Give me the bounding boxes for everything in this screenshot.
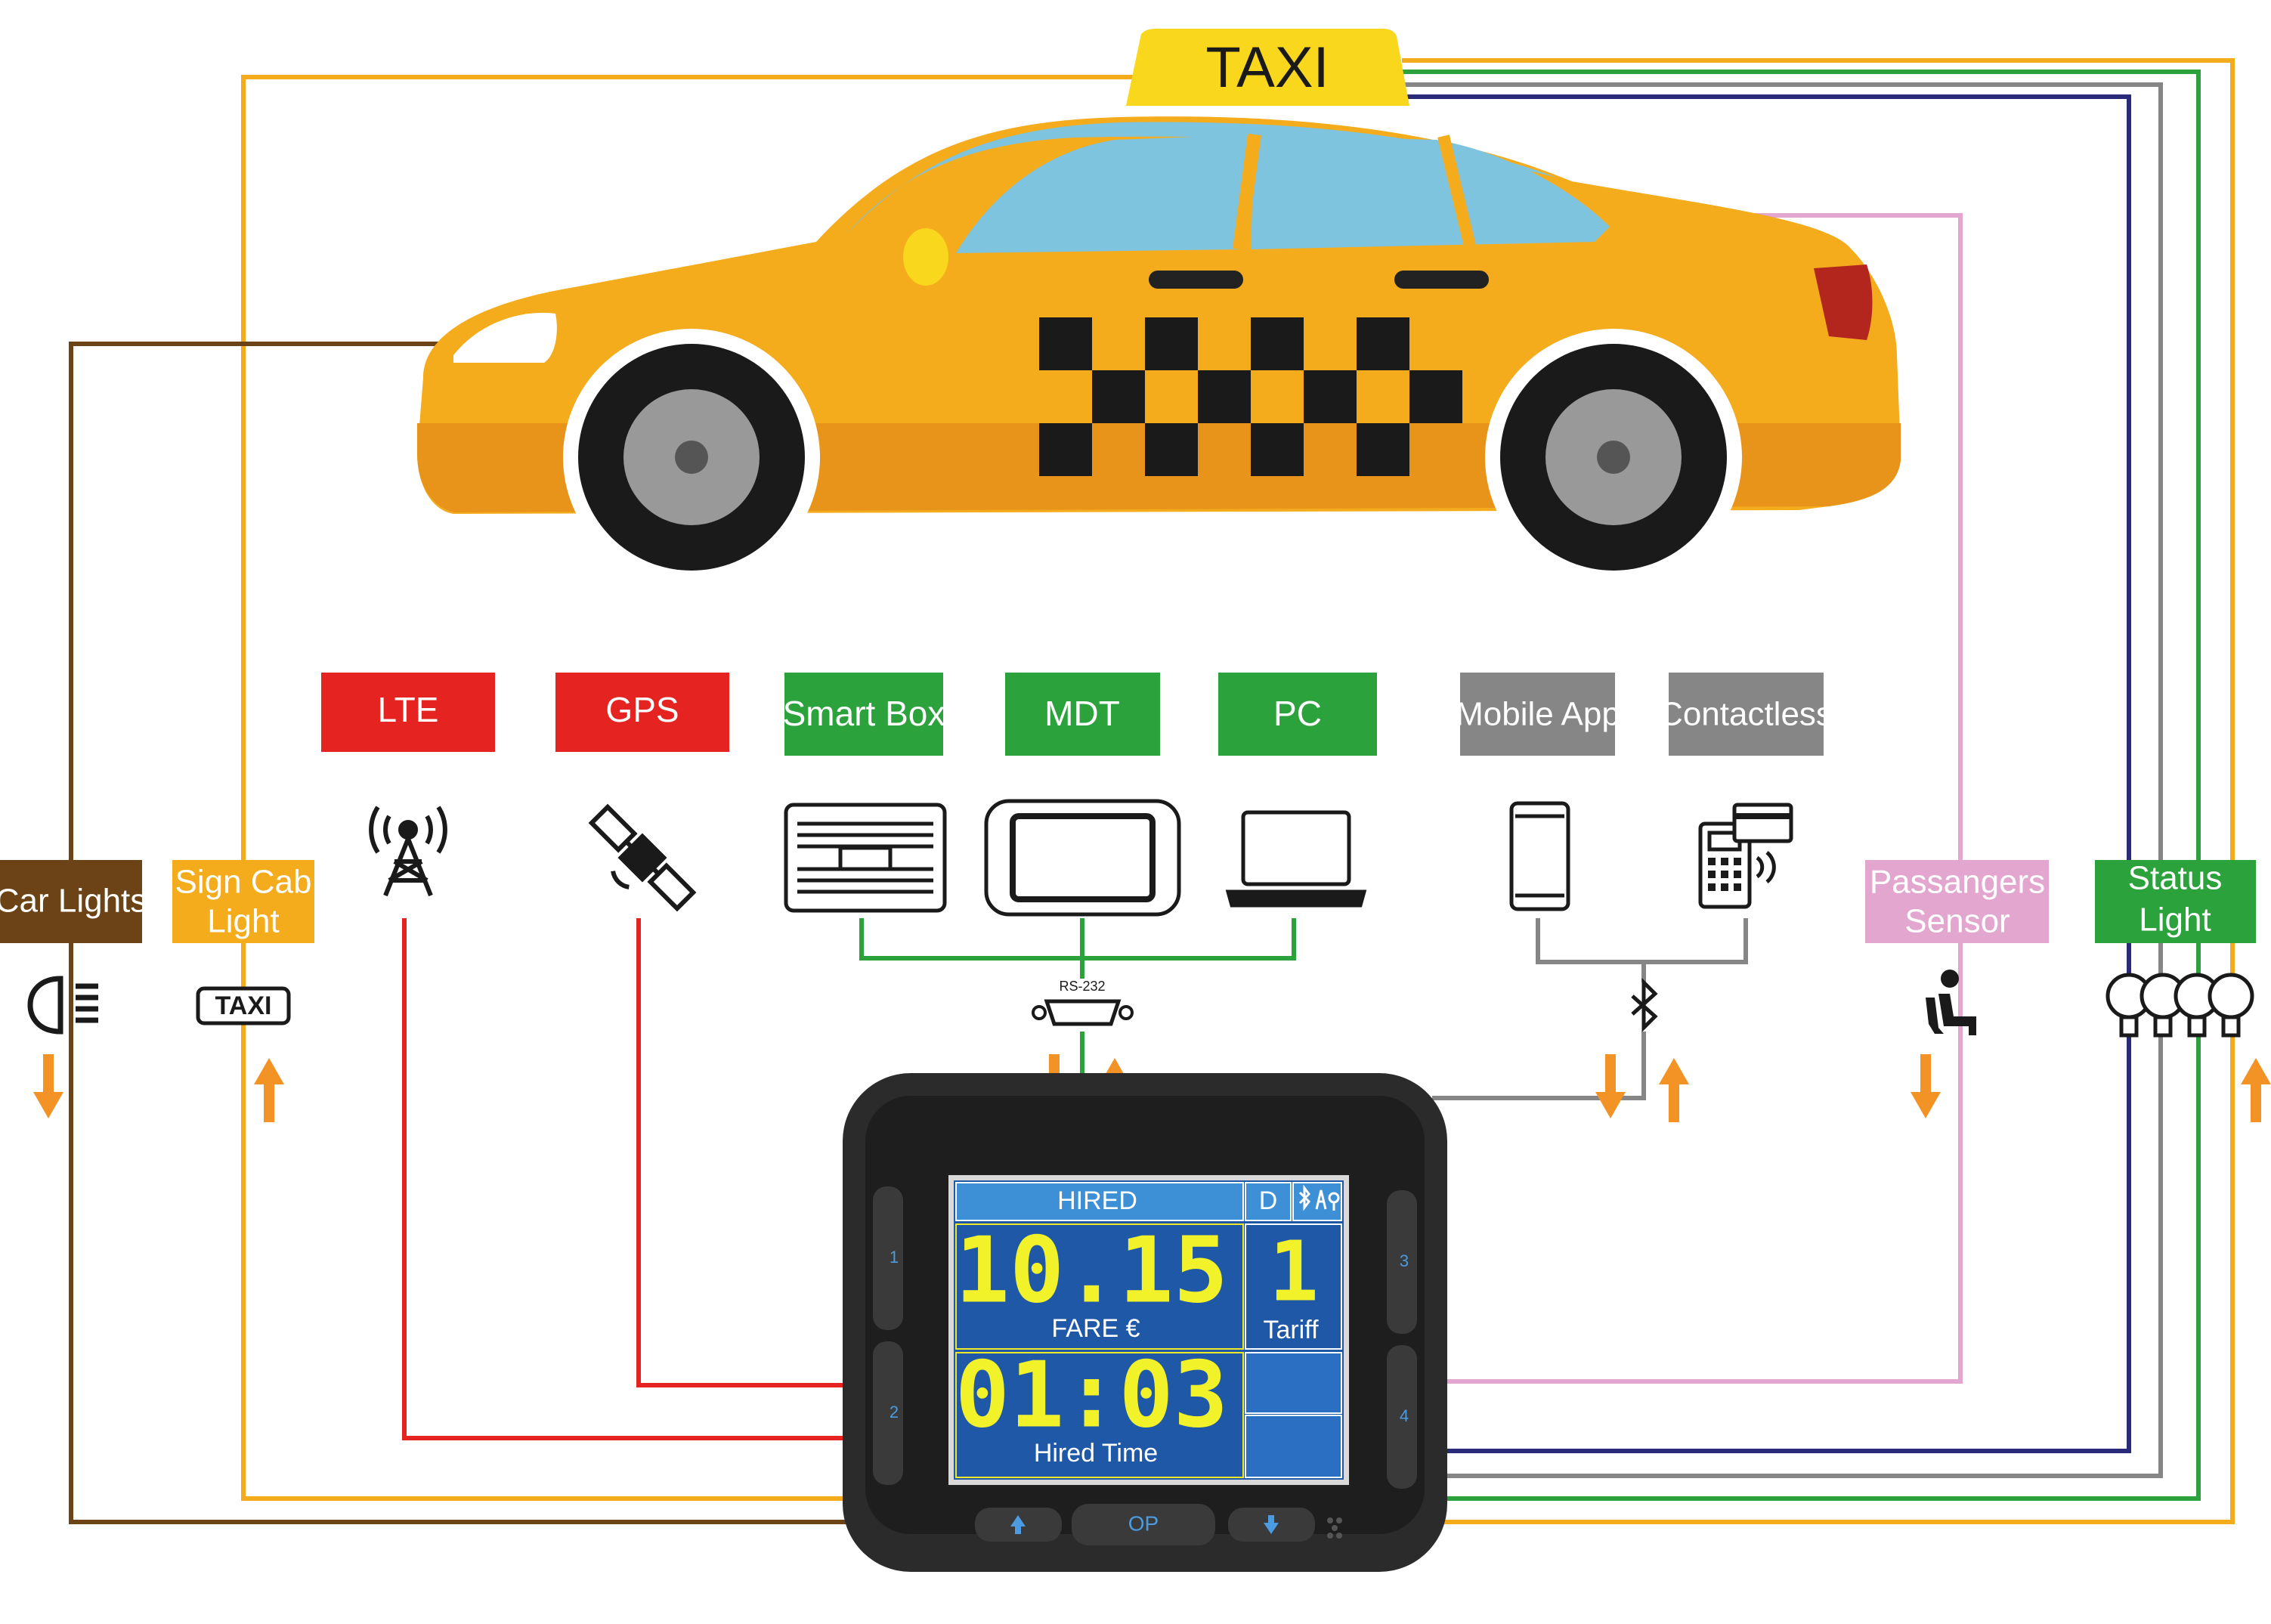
side-button-3[interactable]: 3 [1387, 1190, 1417, 1334]
button-down[interactable] [1228, 1508, 1315, 1542]
lcd-tariff-label: Tariff [1263, 1316, 1319, 1344]
module-lte: LTE [321, 673, 495, 752]
wire-grey-bus [1536, 918, 1748, 964]
arrow-up-status-light [2241, 1058, 2271, 1122]
car-door-handle-front [1149, 271, 1243, 289]
side-button-4-label: 4 [1400, 1406, 1409, 1425]
module-gps-label: GPS [605, 690, 679, 729]
headlight-icon [27, 976, 98, 1035]
lcd-connectivity-icon [1298, 1184, 1340, 1211]
wire-green-bus [859, 918, 1296, 960]
arrow-down-car-lights [33, 1054, 63, 1118]
arrow-down-icon [1264, 1515, 1279, 1534]
button-op-label: OP [1128, 1511, 1159, 1535]
wire-bluetooth-meter [1432, 1032, 1646, 1100]
lcd-tariff-value: 1 [1269, 1223, 1319, 1319]
lcd-time-label: Hired Time [1034, 1439, 1158, 1468]
module-smart-box: Smart Box [783, 673, 945, 756]
module-mdt-label: MDT [1044, 694, 1120, 733]
module-contactless: Contactless [1659, 673, 1833, 756]
label-status-light-line2: Light [2139, 902, 2211, 939]
lcd-fare-value: 10.15 [955, 1219, 1228, 1324]
wire-status-2 [1402, 70, 2201, 1501]
module-pc-label: PC [1273, 694, 1322, 733]
car-window-pillar [1233, 133, 1261, 251]
smart-box-icon [784, 803, 947, 913]
module-gps: GPS [555, 673, 729, 752]
module-pc: PC [1218, 673, 1377, 756]
lightbulb-icon [2208, 973, 2254, 1038]
module-mdt: MDT [1005, 673, 1160, 756]
module-contactless-label: Contactless [1659, 696, 1833, 733]
car-headlight [453, 312, 557, 363]
car-wheel-rear [1485, 329, 1742, 586]
side-button-4[interactable]: 4 [1387, 1345, 1417, 1489]
lcd-status: HIRED [1057, 1186, 1137, 1215]
button-op[interactable]: OP [1072, 1504, 1215, 1545]
lightbulb-icon [2105, 973, 2152, 1038]
wire-sign-cab-light [241, 75, 1156, 1501]
wire-status-3 [1402, 82, 2163, 1478]
rs232-label: RS-232 [1059, 979, 1105, 994]
label-sign-cab-light-line2: Light [207, 903, 279, 940]
side-button-3-label: 3 [1400, 1251, 1409, 1270]
taxi-sign-icon-text: TAXI [215, 991, 272, 1020]
label-sign-cab-light: Sign Cab Light [172, 860, 314, 943]
car-window-front [956, 135, 1255, 253]
passenger-seat-icon [1926, 970, 1976, 1035]
arrow-down-passengers-sensor [1911, 1054, 1941, 1118]
lcd-mode: D [1259, 1186, 1278, 1215]
contactless-terminal-icon [1698, 803, 1793, 909]
label-car-lights-text: Car Lights [0, 883, 147, 920]
label-status-light-line1: Status [2128, 860, 2223, 897]
label-passengers-sensor: Passangers Sensor [1865, 860, 2049, 943]
side-button-1-label: 1 [890, 1248, 899, 1267]
button-up[interactable] [975, 1508, 1062, 1542]
wire-status-4 [1402, 94, 2131, 1453]
arrow-up-sign-cab-light [254, 1058, 284, 1122]
taxi-roof-sign [1126, 29, 1409, 106]
label-passengers-sensor-line2: Sensor [1904, 903, 2010, 940]
taximeter-device: 1 2 3 4 HIRED D 10.15 FARE € [843, 1073, 1447, 1572]
module-lte-label: LTE [378, 690, 439, 729]
side-button-2-label: 2 [890, 1403, 899, 1421]
wire-status-1 [1402, 58, 2235, 1524]
taxi-sign-icon: TAXI [196, 986, 291, 1025]
car-checker-pattern [1039, 317, 1462, 476]
car-wheel-front [563, 329, 820, 586]
label-sign-cab-light-line1: Sign Cab [175, 864, 311, 901]
side-button-2[interactable]: 2 [873, 1341, 903, 1485]
label-status-light: Status Light [2095, 860, 2256, 943]
car-tail-light [1814, 264, 1873, 340]
lcd-time-value: 01:03 [955, 1344, 1228, 1449]
car-window-pillar-rear [1437, 135, 1476, 247]
side-button-1[interactable]: 1 [873, 1186, 903, 1330]
lcd-fare-label: FARE € [1051, 1314, 1140, 1343]
label-passengers-sensor-line1: Passangers [1870, 864, 2045, 901]
module-mobile-app: Mobile App [1456, 673, 1620, 756]
bluetooth-icon [1631, 977, 1658, 1033]
arrow-down-grey-bus [1595, 1054, 1626, 1118]
car-door-handle-rear [1394, 271, 1489, 289]
module-smart-box-label: Smart Box [783, 694, 945, 733]
taxi-car: TAXI [417, 29, 1901, 586]
smartphone-icon [1509, 801, 1570, 911]
satellite-icon [588, 803, 697, 912]
status-lightbulbs-icon [2105, 973, 2254, 1038]
laptop-icon [1225, 810, 1367, 908]
taxi-roof-sign-text: TAXI [1205, 36, 1329, 100]
mdt-icon [984, 799, 1181, 917]
arrow-up-icon [1010, 1515, 1026, 1534]
wire-lte [402, 918, 843, 1440]
rs232-connector-icon: RS-232 [1032, 979, 1134, 1026]
lte-tower-icon [369, 806, 447, 897]
car-window-rear [1251, 135, 1610, 249]
wire-gps [636, 918, 843, 1387]
speaker-grille-icon [1327, 1517, 1342, 1539]
label-car-lights: Car Lights [0, 860, 147, 943]
module-mobile-app-label: Mobile App [1456, 696, 1620, 733]
arrow-up-grey-bus [1659, 1058, 1689, 1122]
car-mirror [903, 228, 948, 286]
